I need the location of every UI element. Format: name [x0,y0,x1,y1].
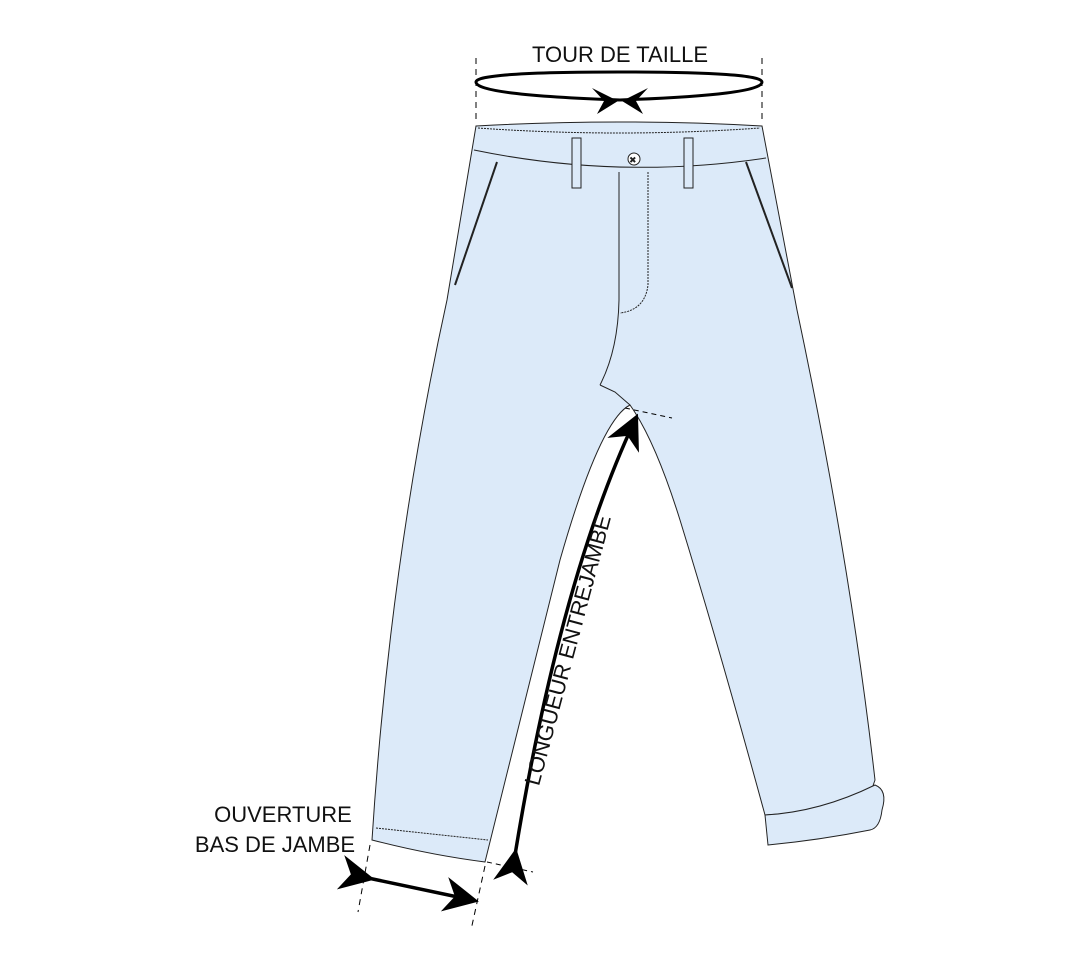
hem-label-line1: OUVERTURE [214,802,352,827]
waist-measure: TOUR DE TAILLE [474,42,764,124]
hem-measure: OUVERTURE BAS DE JAMBE [195,802,486,931]
belt-loop-right [683,137,694,189]
belt-loop-left [571,137,582,189]
waist-arrow-left-icon [592,88,618,114]
button-icon [627,152,641,166]
hem-stitch [375,827,489,841]
waist-label: TOUR DE TAILLE [532,42,708,67]
hem-label-line2: BAS DE JAMBE [195,832,355,857]
crotch-seam [599,384,631,406]
hem-arrow [336,855,479,912]
fly-seam [599,172,620,386]
waistband-top-stitch [477,127,761,134]
pocket-right [745,161,793,289]
inseam-arrow [493,413,639,886]
waistband [473,149,767,168]
fly-stitch [619,172,649,314]
waist-ellipse [474,70,764,102]
svg-text:✖: ✖ [629,155,637,165]
waist-arrow-right-icon [622,88,648,114]
right-cuff [764,784,885,846]
pants-body [371,121,876,863]
pocket-left [454,161,498,286]
pants-illustration: ✖ [371,121,885,863]
